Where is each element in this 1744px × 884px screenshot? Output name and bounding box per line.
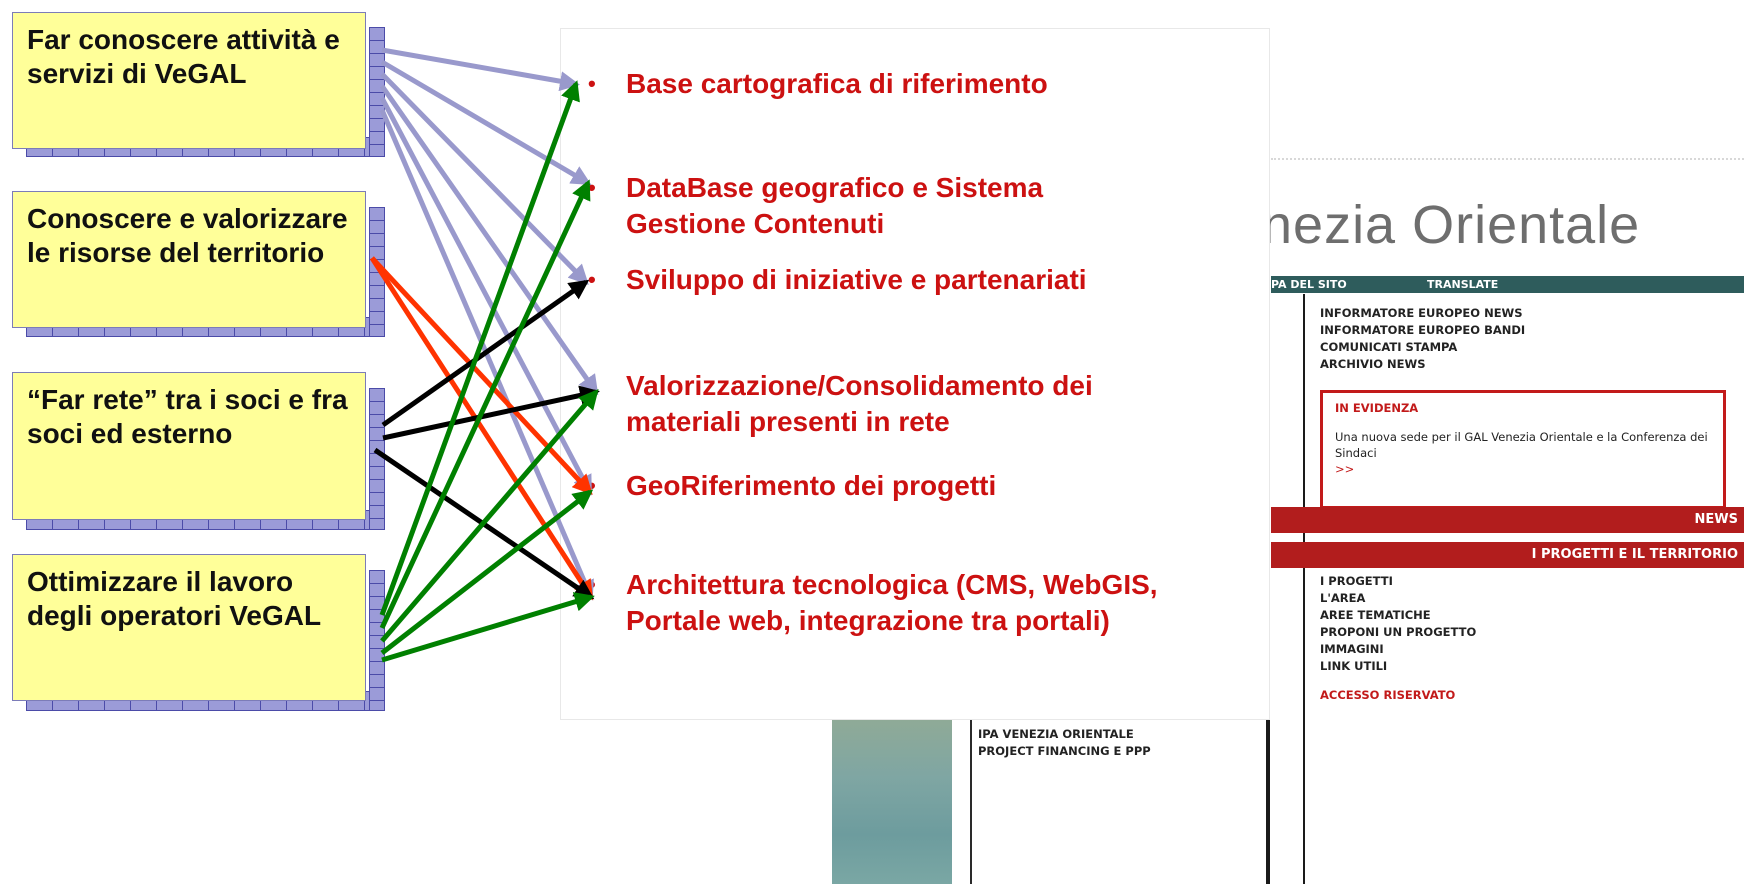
column-border xyxy=(970,720,972,884)
link-project-item[interactable]: IMMAGINI xyxy=(1320,642,1384,656)
link-project-item[interactable]: L'AREA xyxy=(1320,591,1366,605)
nav-item-sitemap[interactable]: PA DEL SITO xyxy=(1271,278,1347,291)
link-project-item[interactable]: LINK UTILI xyxy=(1320,659,1388,673)
bullet-text: Sviluppo di iniziative e partenariati xyxy=(626,264,1087,295)
bullet-text: GeoRiferimento dei progetti xyxy=(626,470,997,501)
bullet-text: DataBase geografico e Sistema Gestione C… xyxy=(626,172,1044,239)
bullet-text: Valorizzazione/Consolidamento dei materi… xyxy=(626,370,1093,437)
site-title: nezia Orientale xyxy=(1262,195,1641,255)
content-panel xyxy=(560,28,1270,720)
link-news-item[interactable]: INFORMATORE EUROPEO BANDI xyxy=(1320,323,1526,337)
bullet-marker: • xyxy=(588,572,596,597)
news-bar-label: NEWS xyxy=(1694,512,1738,527)
coastline-photo xyxy=(832,720,952,884)
in-evidenza-text: Una nuova sede per il GAL Venezia Orient… xyxy=(1335,429,1715,477)
bullet-marker: • xyxy=(588,71,596,96)
link-news-item[interactable]: ARCHIVIO NEWS xyxy=(1320,357,1426,371)
link-project-item[interactable]: AREE TEMATICHE xyxy=(1320,608,1431,622)
read-more-link[interactable]: >> xyxy=(1335,462,1355,476)
objective-text: “Far rete” tra i soci e fra soci ed este… xyxy=(27,384,348,449)
project-links: I PROGETTI L'AREA AREE TEMATICHE PROPONI… xyxy=(1320,573,1476,704)
in-evidenza-box: IN EVIDENZA Una nuova sede per il GAL Ve… xyxy=(1320,390,1726,509)
link-project-item[interactable]: I PROGETTI xyxy=(1320,574,1393,588)
link-news-item[interactable]: INFORMATORE EUROPEO NEWS xyxy=(1320,306,1523,320)
in-evidenza-title: IN EVIDENZA xyxy=(1335,401,1419,415)
column-border xyxy=(1303,294,1305,884)
in-evidenza-body: Una nuova sede per il GAL Venezia Orient… xyxy=(1335,430,1708,460)
projects-bar-label: I PROGETTI E IL TERRITORIO xyxy=(1531,547,1738,562)
objective-shadow xyxy=(369,388,385,530)
objective-text: Conoscere e valorizzare le risorse del t… xyxy=(27,203,348,268)
objective-box: Conoscere e valorizzare le risorse del t… xyxy=(12,191,366,328)
news-bar: NEWS xyxy=(1271,507,1744,533)
site-nav-bar: PA DEL SITO TRANSLATE xyxy=(1271,276,1744,293)
link-bottom-item[interactable]: IPA VENEZIA ORIENTALE xyxy=(978,727,1134,741)
dotted-divider xyxy=(1271,158,1744,160)
objective-shadow xyxy=(369,570,385,711)
link-news-item[interactable]: COMUNICATI STAMPA xyxy=(1320,340,1458,354)
projects-bar: I PROGETTI E IL TERRITORIO xyxy=(1271,542,1744,568)
bullet-marker: • xyxy=(588,373,596,398)
objective-shadow xyxy=(369,207,385,337)
objective-box: Ottimizzare il lavoro degli operatori Ve… xyxy=(12,554,366,701)
objective-text: Far conoscere attività e servizi di VeGA… xyxy=(27,24,340,89)
bullet-marker: • xyxy=(588,175,596,200)
link-bottom-item[interactable]: PROJECT FINANCING E PPP xyxy=(978,744,1151,758)
nav-item-translate[interactable]: TRANSLATE xyxy=(1427,278,1499,291)
objective-box: “Far rete” tra i soci e fra soci ed este… xyxy=(12,372,366,520)
news-links: INFORMATORE EUROPEO NEWS INFORMATORE EUR… xyxy=(1320,305,1525,373)
objective-shadow xyxy=(369,27,385,157)
bullet-text: Base cartografica di riferimento xyxy=(626,68,1048,99)
link-project-item[interactable]: PROPONI UN PROGETTO xyxy=(1320,625,1477,639)
bullet-text: Architettura tecnologica (CMS, WebGIS, P… xyxy=(626,569,1158,636)
bottom-links: IPA VENEZIA ORIENTALE PROJECT FINANCING … xyxy=(978,726,1151,760)
restricted-access-link[interactable]: ACCESSO RISERVATO xyxy=(1320,688,1456,702)
objective-box: Far conoscere attività e servizi di VeGA… xyxy=(12,12,366,149)
bullet-marker: • xyxy=(588,267,596,292)
objective-text: Ottimizzare il lavoro degli operatori Ve… xyxy=(27,566,322,631)
bullet-marker: • xyxy=(588,473,596,498)
